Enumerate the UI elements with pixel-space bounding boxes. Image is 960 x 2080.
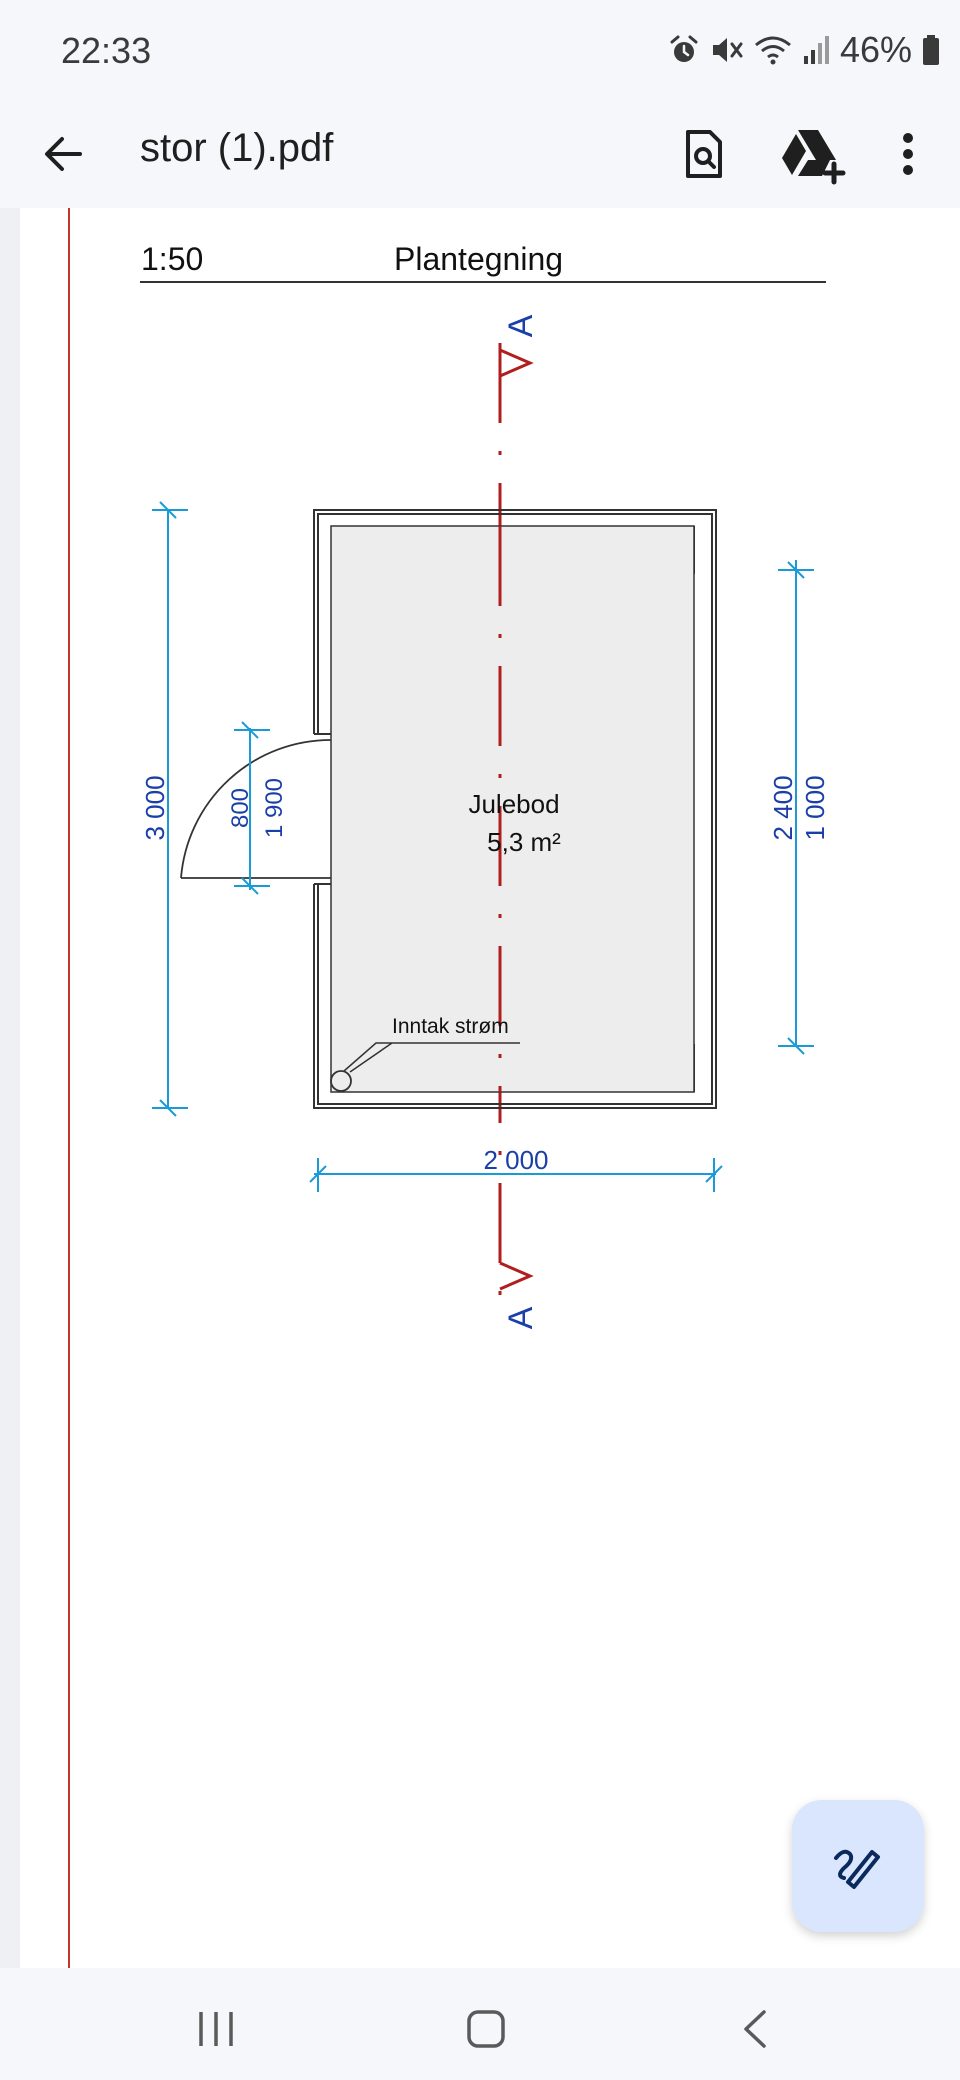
search-document-icon[interactable] <box>672 122 736 186</box>
edit-pen-icon <box>834 1849 880 1889</box>
alarm-icon <box>670 35 698 62</box>
dimension-left <box>152 501 188 1117</box>
document-title: stor (1).pdf <box>140 126 334 170</box>
app-bar: stor (1).pdf <box>0 100 960 208</box>
annotation-text: Inntak strøm <box>392 1015 509 1038</box>
dimension-door-height: 1 900 <box>261 778 288 838</box>
drawing-heading: Plantegning <box>394 241 563 277</box>
back-chevron-icon[interactable] <box>740 2008 770 2050</box>
dimension-bottom <box>309 1158 723 1192</box>
back-arrow-icon[interactable] <box>36 126 92 182</box>
recents-icon[interactable] <box>196 2008 236 2050</box>
pdf-page: 1:50 Plantegning A A Julebod 5,3 m² <box>20 208 960 1968</box>
status-icons: 46% <box>668 28 940 72</box>
more-vert-icon[interactable] <box>888 122 928 186</box>
google-drive-add-icon[interactable] <box>776 122 848 186</box>
door-swing <box>180 739 332 879</box>
annotation-leader <box>343 1042 520 1073</box>
room-name: Julebod <box>468 789 559 819</box>
home-icon[interactable] <box>466 2008 506 2050</box>
section-flag-top <box>499 348 534 378</box>
dimension-right <box>778 560 814 1055</box>
battery-icon <box>923 35 939 65</box>
pdf-viewer[interactable]: 1:50 Plantegning A A Julebod 5,3 m² <box>0 208 960 1968</box>
section-marker-top: A <box>502 314 540 337</box>
section-marker-bottom: A <box>502 1306 540 1329</box>
dimension-door <box>234 721 270 895</box>
section-flag-bottom <box>499 1261 534 1291</box>
annotate-fab[interactable] <box>792 1800 924 1932</box>
status-time: 22:33 <box>61 30 152 71</box>
status-bar: 22:33 46% <box>0 0 960 100</box>
wifi-icon <box>754 36 791 65</box>
power-inlet-symbol <box>330 1070 352 1092</box>
signal-icon <box>803 36 829 64</box>
room-area: 5,3 m² <box>487 827 561 857</box>
battery-percent: 46% <box>839 29 912 70</box>
dimension-right-text-2: 1 000 <box>800 775 830 840</box>
dimension-left-text: 3 000 <box>140 775 170 840</box>
mute-icon <box>712 38 743 62</box>
dimension-bottom-text: 2 000 <box>483 1145 548 1175</box>
page-margin-line <box>68 208 70 1968</box>
room-julebod <box>330 525 695 1093</box>
navigation-bar <box>0 1968 960 2080</box>
dimension-door-width: 800 <box>227 788 254 828</box>
dimension-right-text-1: 2 400 <box>768 775 798 840</box>
floor-plan-drawing: 1:50 Plantegning A A Julebod 5,3 m² <box>140 241 830 1329</box>
drawing-scale: 1:50 <box>141 241 203 277</box>
